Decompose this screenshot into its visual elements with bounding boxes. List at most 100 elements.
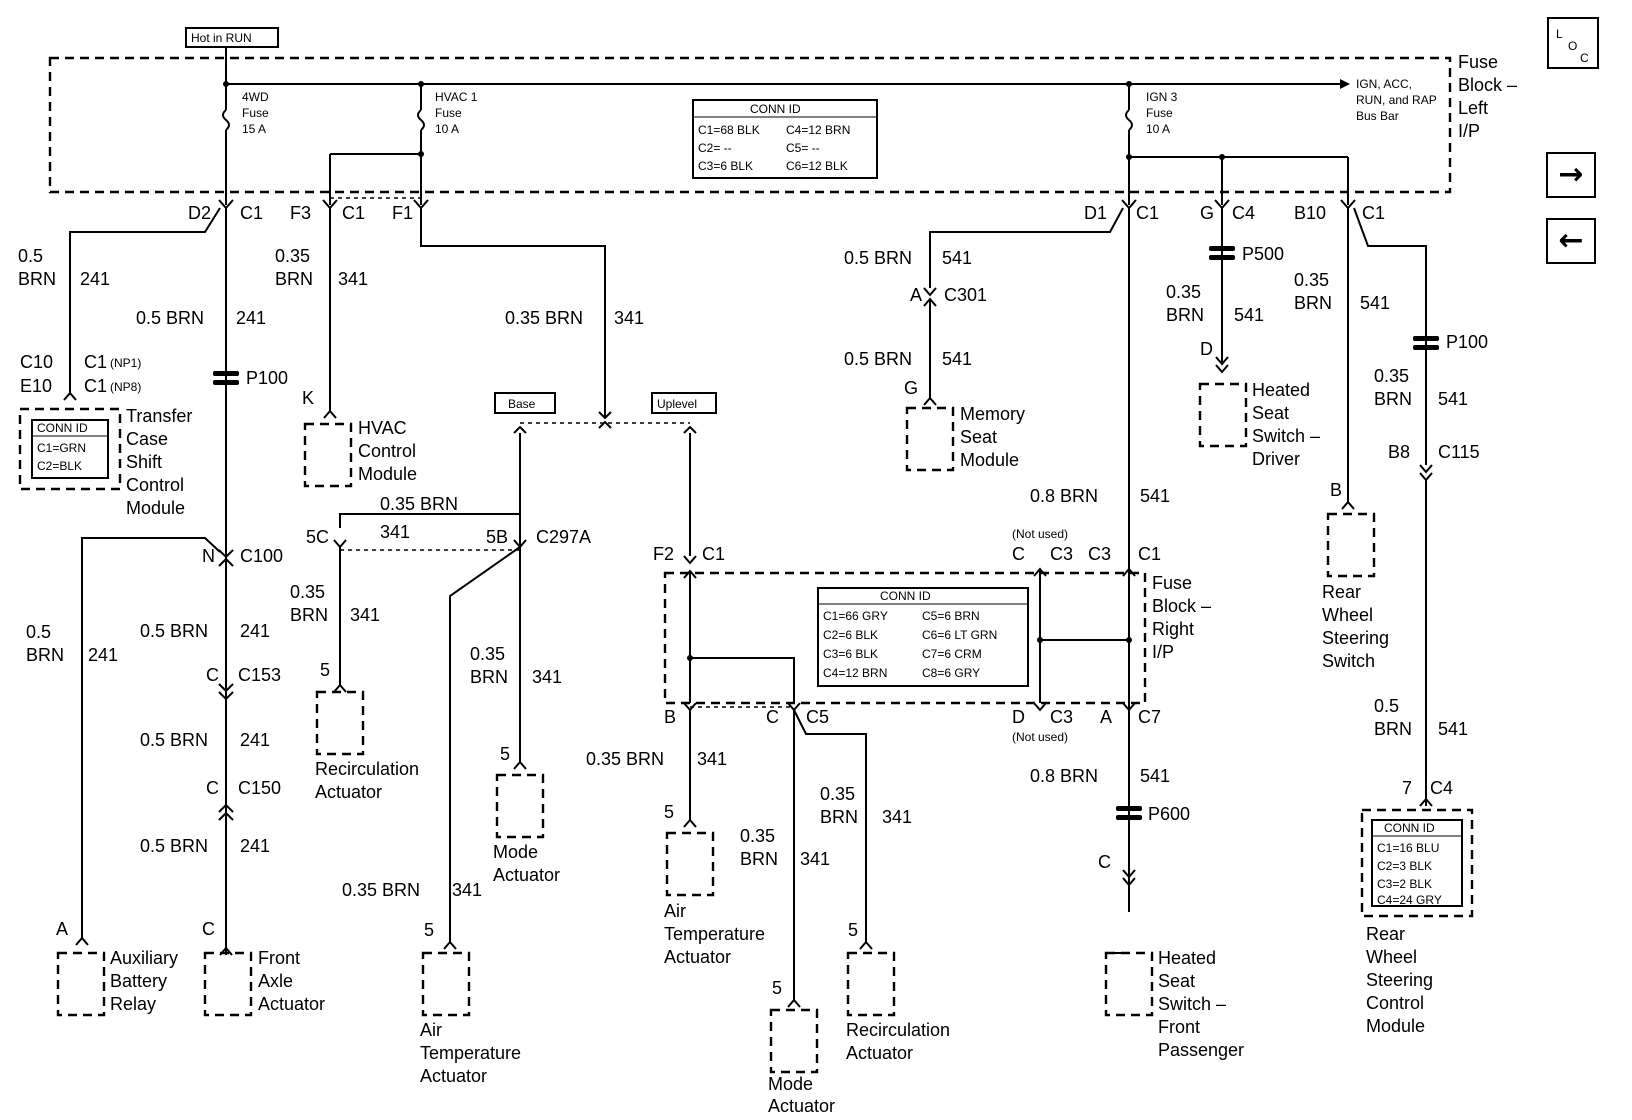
wire-spec: 0.5 BRN	[140, 836, 208, 856]
connector-chevron-icon	[443, 940, 457, 950]
pin-5: 5	[320, 660, 330, 680]
heated-seat-pass-label-4: Front	[1158, 1017, 1200, 1037]
wire-gauge: 0.5	[26, 622, 51, 642]
circuit-number: 541	[1438, 389, 1468, 409]
pin-f1: F1	[392, 203, 413, 223]
connector-chevron-icon	[75, 936, 89, 946]
fuse-block-left-label-2: Block –	[1458, 75, 1517, 95]
conn-id-left-row: C5= --	[786, 141, 820, 155]
splice-icon	[213, 371, 239, 376]
wire-gauge: 0.35	[1294, 270, 1329, 290]
uplevel-option-label: Uplevel	[657, 397, 697, 411]
circuit-number: 541	[1234, 305, 1264, 325]
conn-np1: (NP1)	[110, 356, 141, 370]
circuit-number: 241	[236, 308, 266, 328]
connector-chevron-icon	[683, 818, 697, 828]
circuit-number: 341	[532, 667, 562, 687]
conn-c1: C1	[702, 544, 725, 564]
pin-g: G	[1200, 203, 1214, 223]
rear-wheel-switch-label-4: Switch	[1322, 651, 1375, 671]
pin-c10: C10	[20, 352, 53, 372]
conn-np8: (NP8)	[110, 380, 141, 394]
pin-c: C	[1012, 544, 1025, 564]
heated-seat-pass-label-3: Switch –	[1158, 994, 1226, 1014]
connector-chevron-icon	[1122, 869, 1136, 879]
conn-id-left-row: C6=12 BLK	[786, 159, 848, 173]
wire-gauge: 0.5	[1374, 696, 1399, 716]
junction-dot	[1037, 637, 1043, 643]
memory-seat-module-outline	[905, 406, 955, 472]
conn-id-left-row: C3=6 BLK	[698, 159, 753, 173]
fuse-ign3-icon	[1125, 109, 1133, 131]
fuse-4wd-label-3: 15 A	[242, 122, 266, 136]
wire-spec: 0.5 BRN	[140, 730, 208, 750]
air-temp-left-label-1: Air	[420, 1020, 442, 1040]
bus-bar-arrow-icon	[1340, 79, 1350, 89]
wire-color: BRN	[470, 667, 508, 687]
memory-seat-label-3: Module	[960, 450, 1019, 470]
connector-chevron-icon	[683, 555, 697, 565]
front-axle-label-3: Actuator	[258, 994, 325, 1014]
not-used-label: (Not used)	[1012, 730, 1068, 744]
air-temp-mid-label-1: Air	[664, 901, 686, 921]
fuse-block-right-label-3: Right	[1152, 619, 1194, 639]
circuit-number: 541	[1140, 486, 1170, 506]
rear-wheel-switch-label-3: Steering	[1322, 628, 1389, 648]
conn-id-right-row: C1=66 GRY	[823, 609, 888, 623]
mode-actuator-left-outline	[495, 773, 545, 839]
front-axle-label-2: Axle	[258, 971, 293, 991]
connector-chevron-icon	[333, 683, 347, 693]
fuse-hvac-label-3: 10 A	[435, 122, 459, 136]
pin-5c: 5C	[306, 527, 329, 547]
fuse-hvac-label-1: HVAC 1	[435, 90, 478, 104]
wire-341-airtemp-left	[449, 546, 521, 942]
conn-id-left-row: C1=68 BLK	[698, 123, 760, 137]
fuse-4wd-label-2: Fuse	[242, 106, 269, 120]
rear-wheel-switch-label-2: Wheel	[1322, 605, 1373, 625]
forward-arrow-icon[interactable]: →	[1546, 152, 1596, 198]
transfer-case-module-outline	[18, 407, 122, 491]
memory-seat-label-2: Seat	[960, 427, 997, 447]
connector-chevron-icon	[218, 803, 234, 813]
air-temp-left-label-3: Actuator	[420, 1066, 487, 1086]
heated-seat-driver-label-2: Seat	[1252, 403, 1289, 423]
connector-chevron-icon	[333, 539, 347, 549]
wire-spec: 0.35 BRN	[505, 308, 583, 328]
conn-c1: C1	[84, 352, 107, 372]
circuit-number: 541	[942, 248, 972, 268]
circuit-number: 341	[350, 605, 380, 625]
bus-bar-label-2: RUN, and RAP	[1356, 93, 1437, 107]
pin-k: K	[302, 388, 314, 408]
heated-seat-driver-label-4: Driver	[1252, 449, 1300, 469]
conn-c1: C1	[342, 203, 365, 223]
air-temp-actuator-mid-outline	[665, 831, 715, 897]
fuse-hvac-label-2: Fuse	[435, 106, 462, 120]
loc-icon[interactable]	[1547, 17, 1599, 69]
circuit-number: 541	[1360, 293, 1390, 313]
wire-241-transfer	[69, 207, 221, 395]
circuit-number: 341	[697, 749, 727, 769]
splice-icon	[1209, 255, 1235, 260]
conn-c1: C1	[84, 376, 107, 396]
back-arrow-icon[interactable]: ←	[1546, 218, 1596, 264]
connector-chevron-icon	[1122, 567, 1136, 577]
circuit-number: 241	[88, 645, 118, 665]
heated-seat-driver-label-1: Heated	[1252, 380, 1310, 400]
aux-battery-label-3: Relay	[110, 994, 156, 1014]
air-temp-left-label-2: Temperature	[420, 1043, 521, 1063]
pin-d2: D2	[188, 203, 211, 223]
pin-5: 5	[500, 744, 510, 764]
wire-color: BRN	[26, 645, 64, 665]
wire-gauge: 0.35	[470, 644, 505, 664]
circuit-number: 341	[800, 849, 830, 869]
conn-id-rwsc-row: C4=24 GRY	[1377, 893, 1442, 907]
bus-bar-label-3: Bus Bar	[1356, 109, 1399, 123]
fuse-ign3-label-1: IGN 3	[1146, 90, 1178, 104]
wire-color: BRN	[290, 605, 328, 625]
wire-spec: 0.5 BRN	[844, 248, 912, 268]
splice-icon	[1413, 345, 1439, 350]
conn-c4: C4	[1430, 778, 1453, 798]
conn-id-right-row: C4=12 BRN	[823, 666, 887, 680]
pin-7: 7	[1402, 778, 1412, 798]
pin-f2: F2	[653, 544, 674, 564]
